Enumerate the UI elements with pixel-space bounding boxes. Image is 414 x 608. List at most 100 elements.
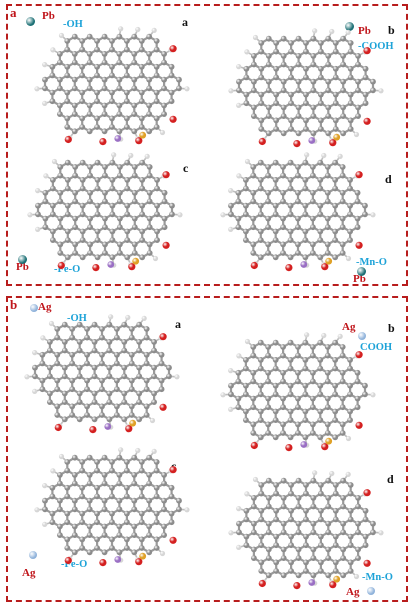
carbon-atom bbox=[161, 51, 168, 57]
carbon-atom bbox=[265, 529, 272, 536]
carbon-atom bbox=[272, 365, 279, 372]
carbon-atom bbox=[138, 519, 145, 526]
panel-a-metal-label-1: Pb bbox=[42, 10, 55, 22]
carbon-atom bbox=[94, 185, 101, 192]
carbon-atom bbox=[324, 421, 331, 428]
carbon-atom bbox=[280, 395, 286, 402]
carbon-atom bbox=[124, 519, 130, 526]
carbon-atom bbox=[250, 224, 257, 231]
carbon-atom bbox=[355, 520, 361, 527]
carbon-atom bbox=[355, 529, 361, 536]
hydrogen-atom bbox=[32, 388, 38, 394]
hydrogen-atom bbox=[236, 506, 242, 512]
carbon-atom bbox=[99, 351, 105, 358]
carbon-atom bbox=[362, 382, 368, 389]
carbon-atom bbox=[347, 533, 354, 540]
carbon-atom bbox=[280, 503, 287, 510]
carbon-atom bbox=[347, 482, 354, 488]
carbon-atom bbox=[370, 520, 376, 527]
carbon-atom bbox=[317, 237, 324, 244]
carbon-atom bbox=[332, 382, 339, 389]
carbon-atom bbox=[153, 38, 160, 44]
carbon-atom bbox=[124, 63, 130, 70]
carbon-atom bbox=[339, 421, 346, 428]
hydrogen-atom bbox=[304, 152, 310, 158]
carbon-atom bbox=[302, 177, 309, 183]
carbon-atom bbox=[151, 390, 158, 397]
carbon-atom bbox=[287, 237, 294, 244]
carbon-atom bbox=[273, 482, 280, 488]
carbon-atom bbox=[324, 241, 331, 248]
carbon-atom bbox=[87, 250, 93, 256]
carbon-atom bbox=[318, 516, 324, 523]
carbon-atom bbox=[153, 115, 160, 122]
carbon-atom bbox=[295, 520, 302, 527]
carbon-atom bbox=[302, 237, 309, 244]
carbon-atom bbox=[138, 72, 145, 79]
carbon-atom bbox=[325, 529, 332, 536]
carbon-atom bbox=[332, 65, 339, 72]
ag-ion-sphere bbox=[29, 551, 37, 559]
carbon-atom bbox=[347, 559, 354, 566]
carbon-atom bbox=[265, 61, 272, 68]
carbon-atom bbox=[310, 546, 317, 553]
carbon-atom bbox=[303, 100, 309, 107]
carbon-atom bbox=[124, 72, 130, 79]
carbon-atom bbox=[109, 519, 115, 526]
carbon-atom bbox=[146, 523, 153, 530]
carbon-atom bbox=[362, 391, 368, 398]
carbon-atom bbox=[49, 72, 56, 79]
carbon-atom bbox=[295, 87, 302, 94]
carbon-atom bbox=[258, 74, 265, 81]
oxygen-atom bbox=[159, 403, 167, 411]
carbon-atom bbox=[168, 484, 175, 491]
carbon-atom bbox=[124, 510, 130, 517]
carbon-atom bbox=[347, 211, 353, 218]
hydrogen-atom bbox=[337, 153, 343, 159]
carbon-atom bbox=[138, 459, 145, 465]
carbon-atom bbox=[340, 529, 347, 536]
carbon-atom bbox=[250, 404, 257, 411]
carbon-atom bbox=[250, 369, 257, 376]
carbon-atom bbox=[86, 76, 93, 83]
carbon-atom bbox=[136, 390, 143, 397]
carbon-atom bbox=[257, 408, 264, 415]
hydrogen-atom bbox=[370, 212, 376, 218]
carbon-atom bbox=[79, 177, 86, 183]
hydrogen-atom bbox=[159, 129, 166, 136]
hydrogen-atom bbox=[345, 29, 351, 35]
carbon-atom bbox=[161, 480, 168, 487]
carbon-atom bbox=[347, 202, 353, 209]
carbon-atom bbox=[64, 237, 71, 244]
carbon-atom bbox=[47, 364, 53, 371]
carbon-atom bbox=[280, 198, 286, 205]
violet-atom bbox=[300, 261, 308, 268]
hydrogen-atom bbox=[58, 32, 65, 39]
carbon-atom bbox=[265, 215, 272, 222]
carbon-atom bbox=[272, 382, 279, 389]
carbon-atom bbox=[273, 542, 280, 549]
carbon-atom bbox=[109, 254, 116, 261]
carbon-atom bbox=[243, 74, 250, 81]
carbon-atom bbox=[347, 408, 353, 415]
carbon-atom bbox=[79, 467, 86, 474]
carbon-atom bbox=[139, 202, 146, 209]
carbon-atom bbox=[258, 482, 265, 488]
carbon-atom bbox=[57, 85, 63, 92]
carbon-atom bbox=[42, 497, 48, 504]
carbon-atom bbox=[116, 76, 123, 83]
carbon-atom bbox=[317, 339, 324, 346]
carbon-atom bbox=[324, 164, 331, 170]
carbon-atom bbox=[54, 403, 61, 410]
carbon-atom bbox=[280, 250, 286, 256]
carbon-atom bbox=[116, 59, 123, 66]
carbon-atom bbox=[257, 159, 264, 166]
carbon-atom bbox=[272, 211, 279, 218]
carbon-atom bbox=[114, 326, 120, 332]
carbon-atom bbox=[64, 519, 71, 526]
carbon-atom bbox=[280, 378, 286, 385]
carbon-atom bbox=[79, 185, 86, 192]
panel-a-group-mno: -Mn-O bbox=[356, 257, 387, 268]
carbon-atom bbox=[168, 98, 175, 105]
oxygen-atom bbox=[293, 140, 301, 148]
